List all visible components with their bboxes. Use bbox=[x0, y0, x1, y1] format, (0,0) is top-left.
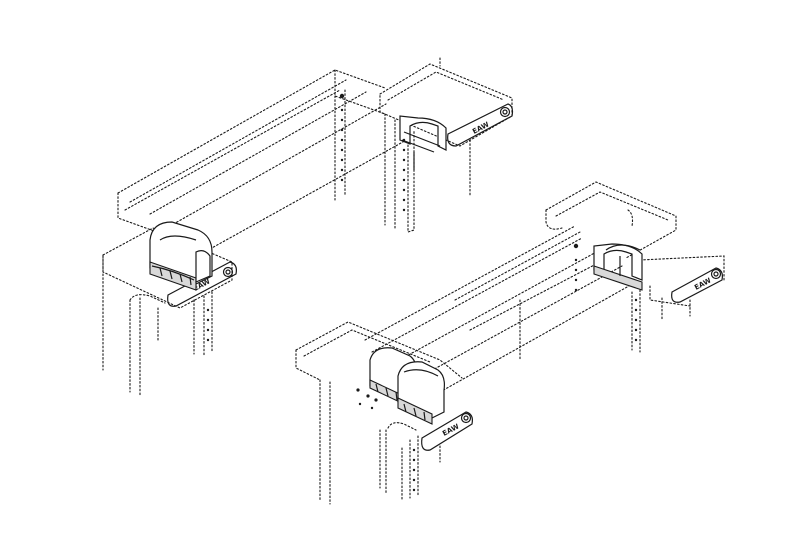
upper-left-rack-assembly: EAW EAW bbox=[102, 57, 514, 396]
upper-left-clamp bbox=[149, 221, 213, 291]
upper-left-rack-holes bbox=[206, 93, 406, 342]
upper-left-rear-uprights bbox=[334, 89, 471, 233]
lower-right-front-bracket: EAW bbox=[295, 321, 473, 505]
lower-right-rack-assembly: EAW bbox=[295, 181, 725, 505]
upper-left-frame-rails bbox=[117, 69, 411, 250]
lower-right-rack-holes bbox=[356, 243, 638, 492]
upper-left-rear-bracket: EAW bbox=[379, 57, 514, 170]
lower-right-front-clamp-right bbox=[397, 361, 445, 425]
upper-left-front-uprights bbox=[102, 254, 213, 396]
lower-right-rear-clamp bbox=[593, 243, 643, 291]
eaw-logo-upper-rear: EAW bbox=[471, 120, 491, 135]
lower-right-frame-rails bbox=[364, 225, 637, 393]
